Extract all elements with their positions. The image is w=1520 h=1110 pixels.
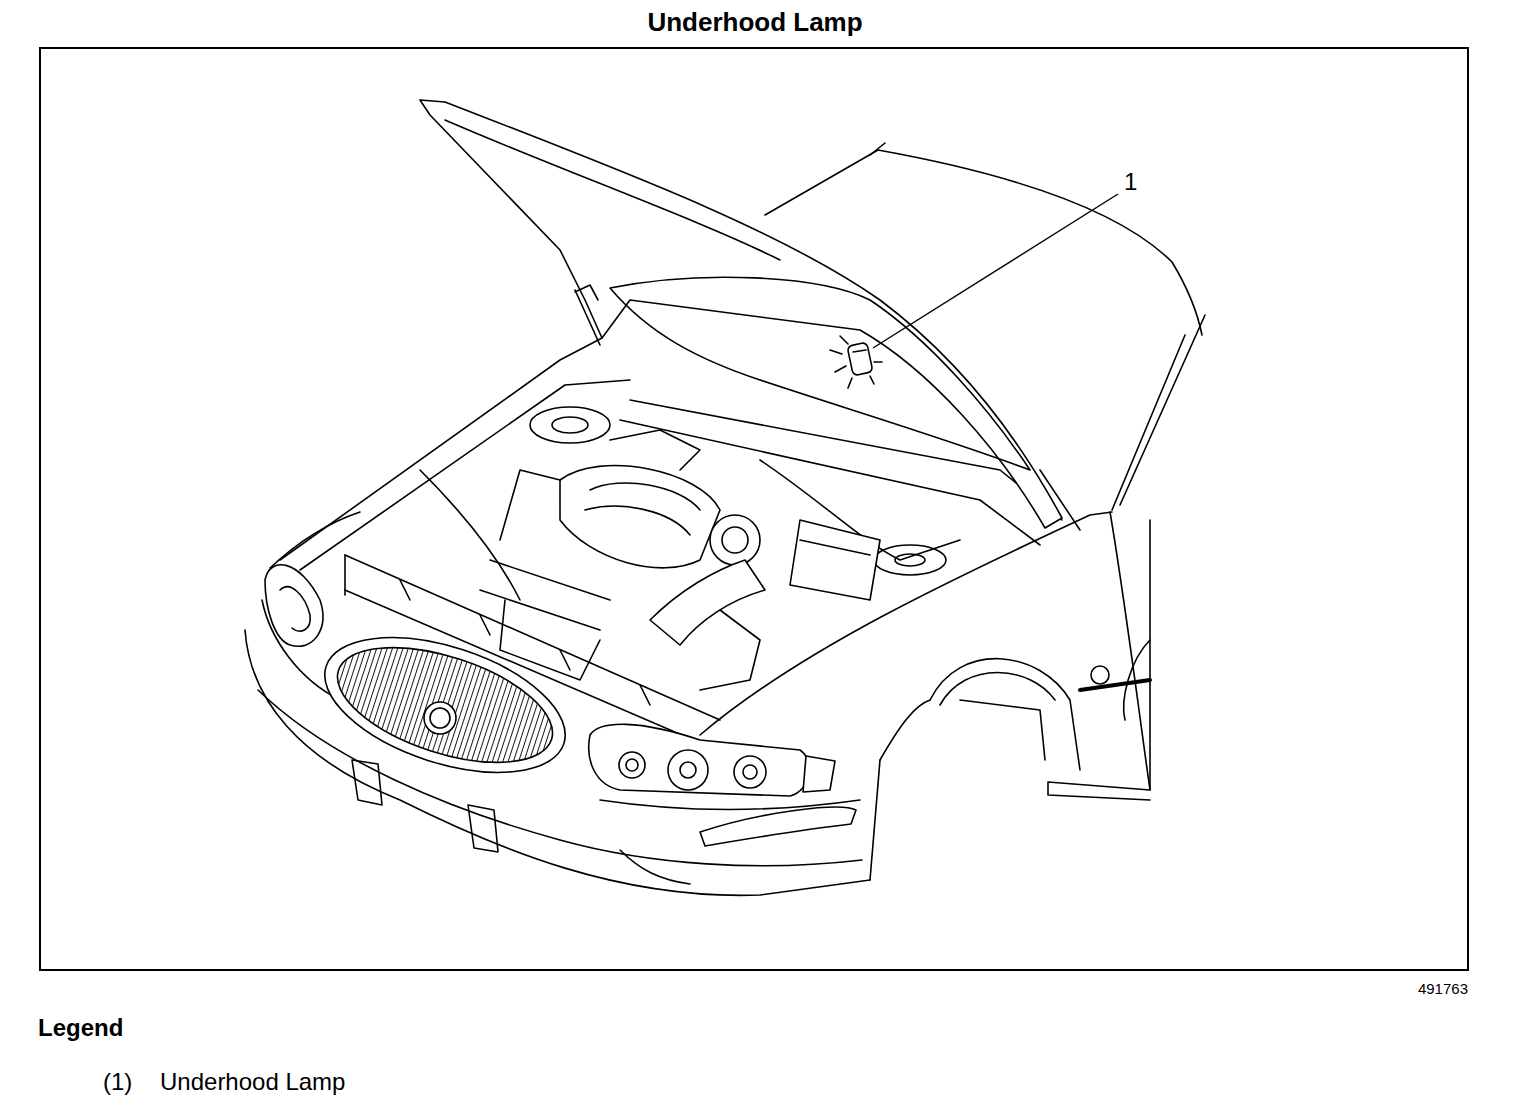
legend-entry: Underhood Lamp: [160, 1068, 345, 1096]
car-line-art: [245, 100, 1205, 895]
legend-heading: Legend: [38, 1014, 238, 1042]
figure-number: 491763: [1360, 980, 1468, 997]
leader-line: [873, 194, 1118, 348]
figure-frame: [40, 48, 1468, 970]
legend-callout: (1): [103, 1068, 153, 1096]
figure-title: Underhood Lamp: [405, 8, 1105, 38]
callout-number: 1: [1124, 168, 1154, 196]
